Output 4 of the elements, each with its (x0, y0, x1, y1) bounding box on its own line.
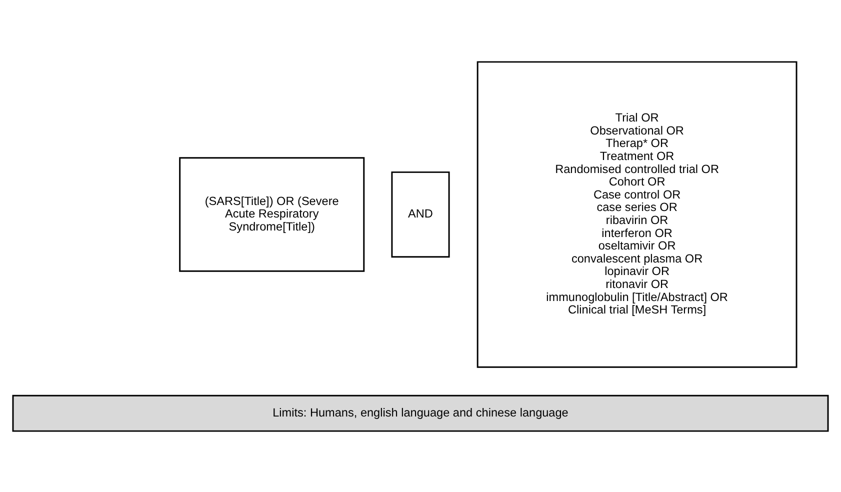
node-box: AND (391, 170, 450, 258)
node-box: Limits: Humans, english language and chinese language (12, 394, 829, 432)
node-box: (SARS[Title]) OR (Severe Acute Respiratory Syndrome[Title]) (179, 156, 365, 272)
node-box: Trial OR Observational OR Therap* OR Treatment OR Randomised controlled trial OR Cohort OR Case control OR case series OR ribavirin OR interferon OR oseltamivir OR convalescent plasma OR lopinavir OR ritonavir OR immunoglobulin [Title/Abstract] OR Clinical trial [MeSH Terms] (476, 60, 798, 368)
